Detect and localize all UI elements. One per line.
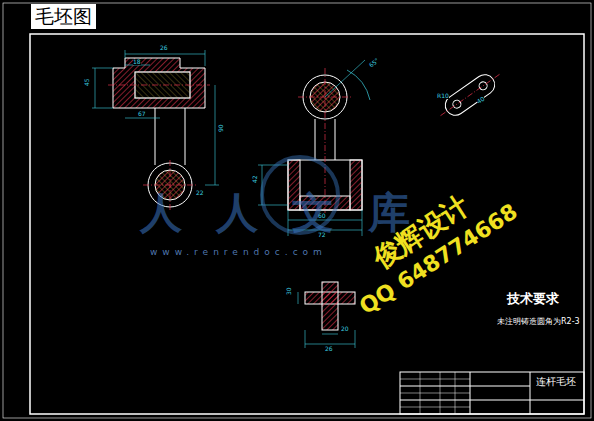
title-block-cell: 连杆毛坯 — [533, 375, 579, 388]
sheet-title: 毛坯图 — [31, 4, 96, 29]
frame — [3, 3, 591, 418]
dimension-text: 18 — [133, 59, 141, 65]
front-view — [108, 58, 210, 212]
dimension-text: 45 — [84, 78, 90, 86]
dimension-text: 26 — [160, 45, 168, 51]
dimension-text: R10 — [437, 93, 449, 99]
dimension-text: 40 — [476, 96, 486, 105]
section-view — [305, 282, 355, 330]
note-text: 未注明铸造圆角为R2-3 — [497, 318, 580, 326]
node-text: 毛坯图 — [35, 6, 92, 27]
node-text: 连杆毛坯 — [536, 376, 576, 387]
dimension-text: 42 — [252, 175, 258, 183]
dimension-text: 26 — [325, 346, 333, 352]
dimension-text: 20 — [341, 326, 349, 332]
watermark-text: 人人文库 — [140, 192, 444, 234]
dimension-text: 67 — [138, 111, 146, 117]
dimension-text: 30 — [286, 287, 292, 295]
watermark-text: www.renrendoc.com — [150, 248, 327, 257]
dimension-text: 65° — [368, 57, 380, 68]
note-text: 技术要求 — [507, 292, 559, 305]
detail-view — [435, 66, 505, 124]
dimension-text: 90 — [218, 124, 224, 132]
